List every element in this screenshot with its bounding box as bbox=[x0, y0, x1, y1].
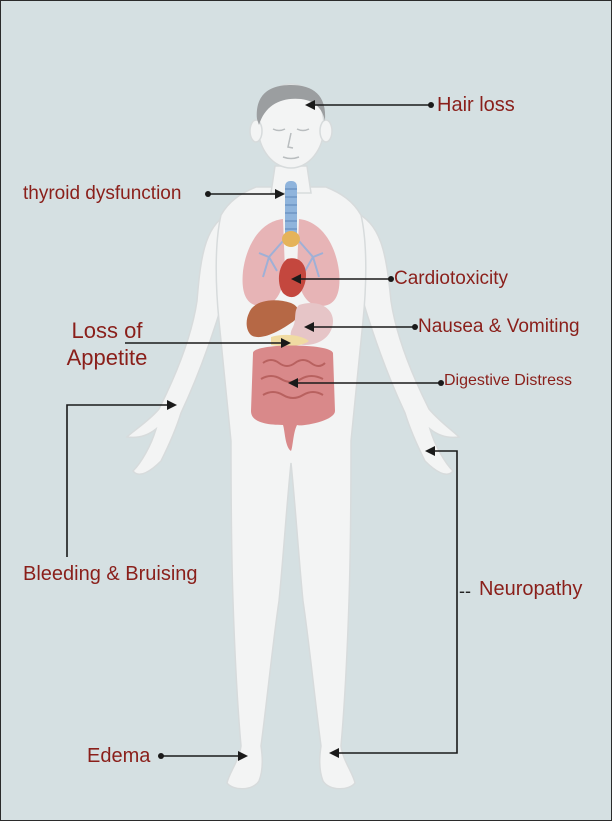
label-appetite-line1: Loss of bbox=[49, 317, 165, 344]
dot-thyroid bbox=[205, 191, 211, 197]
dot-hair-loss bbox=[428, 102, 434, 108]
label-bleeding-bruising: Bleeding & Bruising bbox=[23, 564, 198, 584]
label-thyroid-dysfunction: thyroid dysfunction bbox=[23, 184, 181, 203]
label-edema: Edema bbox=[87, 746, 150, 766]
dot-edema bbox=[158, 753, 164, 759]
label-hair-loss: Hair loss bbox=[437, 95, 515, 115]
neuropathy-dash-marker: -- bbox=[459, 581, 471, 602]
label-loss-of-appetite: Loss of Appetite bbox=[49, 317, 165, 371]
label-appetite-line2: Appetite bbox=[49, 344, 165, 371]
label-cardiotoxicity: Cardiotoxicity bbox=[394, 269, 508, 288]
label-nausea-vomiting: Nausea & Vomiting bbox=[418, 317, 580, 336]
label-digestive-distress: Digestive Distress bbox=[444, 373, 572, 389]
label-neuropathy: Neuropathy bbox=[479, 579, 582, 599]
